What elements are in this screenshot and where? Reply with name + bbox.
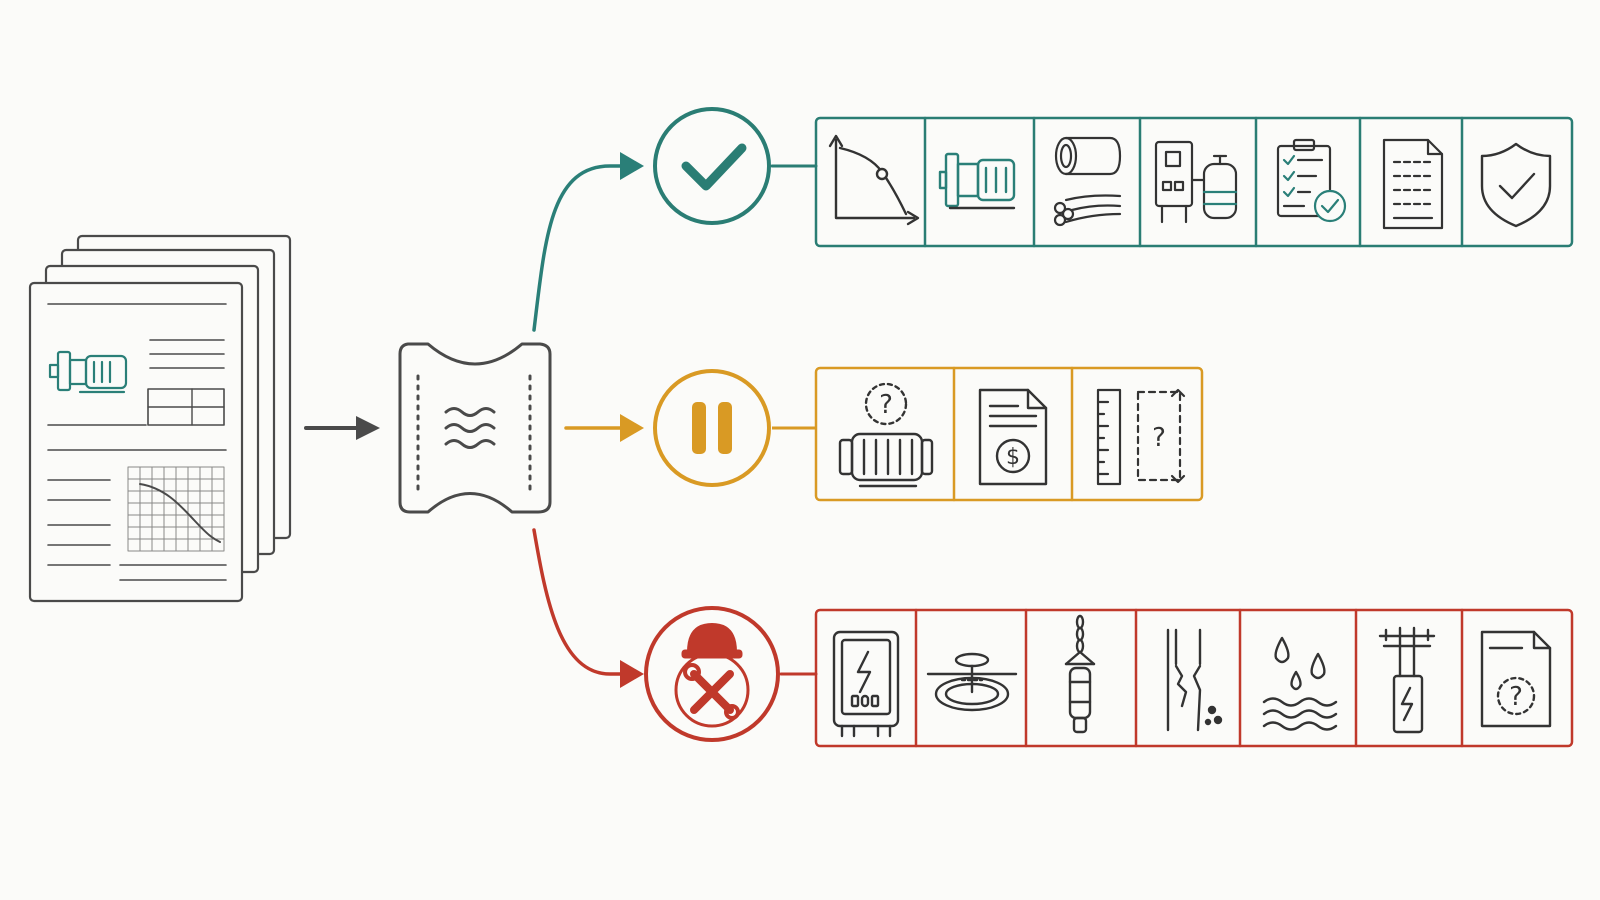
accept-branch-arrow xyxy=(532,152,644,332)
control-panel-tank-icon xyxy=(1154,140,1238,224)
water-leak-icon xyxy=(1262,636,1338,731)
document-stack-icon xyxy=(28,234,292,603)
filter-funnel-icon xyxy=(398,342,552,514)
hold-branch-arrow xyxy=(564,414,644,442)
svg-text:?: ? xyxy=(1509,682,1523,712)
pipes-cables-icon xyxy=(1053,136,1122,227)
svg-text:$: $ xyxy=(1006,445,1020,470)
checkmark-circle-icon xyxy=(653,107,818,225)
unknown-dimension-icon: ? xyxy=(1096,388,1186,486)
hardhat-wrench-circle-icon xyxy=(644,606,818,742)
svg-text:?: ? xyxy=(879,390,893,420)
svg-text:?: ? xyxy=(1152,423,1166,453)
accept-tile-row xyxy=(814,116,1574,248)
power-pole-icon xyxy=(1378,626,1436,734)
electrical-panel-icon xyxy=(832,630,900,738)
pause-circle-icon xyxy=(653,369,816,487)
hold-tile-row xyxy=(814,366,1204,502)
datasheet-document-icon xyxy=(1382,138,1444,230)
price-document-icon: $ xyxy=(978,388,1048,486)
shield-check-icon xyxy=(1480,142,1552,228)
manhole-icon xyxy=(926,652,1018,712)
unknown-document-icon: ? xyxy=(1480,630,1552,728)
centrifugal-pump-icon xyxy=(938,152,1016,210)
cracked-pipe-icon xyxy=(1166,628,1223,732)
pump-curve-chart-icon xyxy=(828,134,920,226)
unknown-motor-icon: ? xyxy=(838,382,934,488)
reject-tile-row xyxy=(814,608,1574,748)
checklist-approved-icon xyxy=(1276,138,1347,223)
reject-branch-arrow xyxy=(532,528,644,688)
lifting-chain-icon xyxy=(1064,614,1096,734)
input-arrow xyxy=(304,416,380,440)
